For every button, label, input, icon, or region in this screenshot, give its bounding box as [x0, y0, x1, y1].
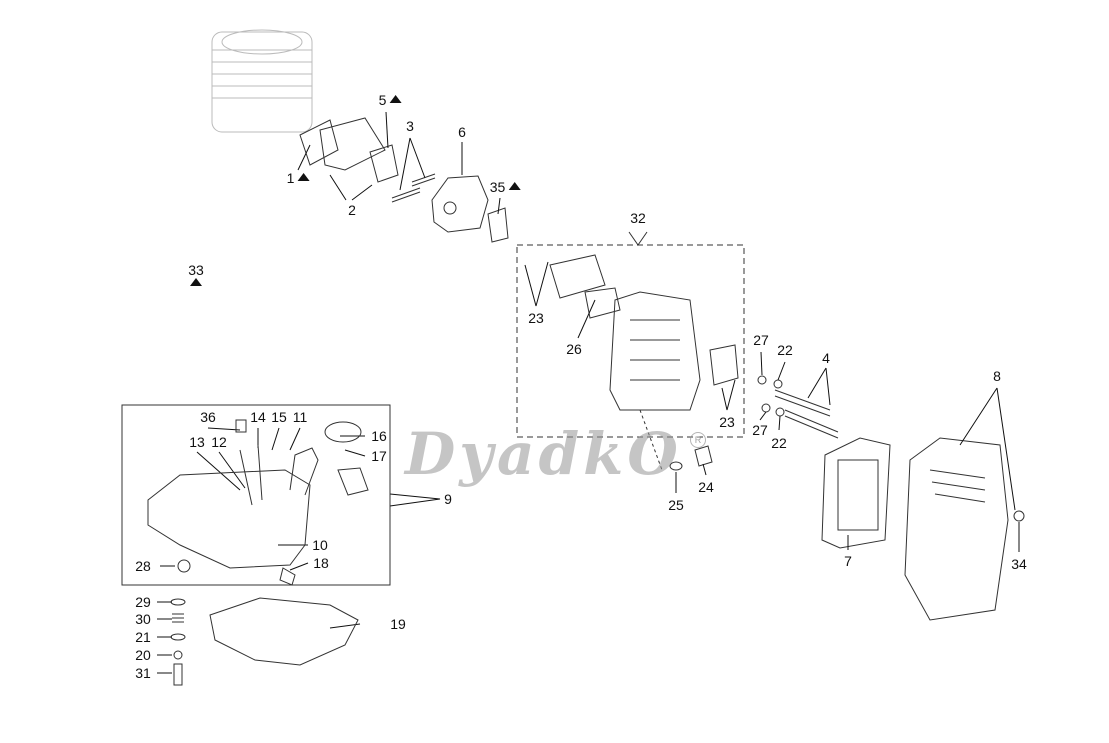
callout-34: 34 — [1011, 556, 1027, 572]
cylinder-part — [211, 29, 313, 133]
callout-12: 12 — [211, 434, 227, 450]
callout-24: 24 — [698, 479, 714, 495]
callout-21: 21 — [135, 629, 151, 645]
intake-manifold-part — [299, 117, 399, 183]
callout-28: 28 — [135, 558, 151, 574]
callout-26: 26 — [566, 341, 582, 357]
callout-17: 17 — [371, 448, 387, 464]
callout-29: 29 — [135, 594, 151, 610]
air-filter-housing-part — [549, 254, 739, 411]
fuel-tank-group-box — [121, 404, 391, 586]
callout-16: 16 — [371, 428, 387, 444]
callout-5: 5 — [379, 93, 402, 107]
callout-27: 27 — [753, 332, 769, 348]
callout-2: 2 — [348, 202, 356, 218]
callout-number: 35 — [489, 179, 506, 195]
guard-plate-part — [209, 597, 359, 666]
fuel-tank-part — [147, 419, 369, 586]
triangle-icon — [508, 182, 521, 190]
callout-10: 10 — [312, 537, 328, 553]
triangle-icon — [389, 95, 402, 103]
studs-part — [757, 375, 839, 439]
registered-mark: R — [690, 432, 706, 448]
callout-30: 30 — [135, 611, 151, 627]
triangle-icon — [297, 173, 310, 181]
bolts-part — [391, 173, 436, 203]
callout-number: 5 — [378, 92, 387, 108]
callout-33: 33 — [188, 262, 204, 278]
callout-9: 9 — [444, 491, 452, 507]
callout-14: 14 — [250, 409, 266, 425]
mounting-hardware-part — [170, 598, 186, 686]
callout-22: 22 — [777, 342, 793, 358]
carburetor-part — [431, 175, 489, 233]
callout-27: 27 — [752, 422, 768, 438]
callout-35: 35 — [490, 180, 521, 194]
filter-cover-part — [904, 437, 1009, 621]
assembly-32-box — [516, 244, 745, 438]
callout-23: 23 — [528, 310, 544, 326]
callout-1: 1 — [287, 171, 310, 185]
callout-31: 31 — [135, 665, 151, 681]
callout-18: 18 — [313, 555, 329, 571]
callout-6: 6 — [458, 124, 466, 140]
callout-19: 19 — [390, 616, 406, 632]
callout-20: 20 — [135, 647, 151, 663]
callout-8: 8 — [993, 368, 1001, 384]
callout-11: 11 — [292, 409, 308, 425]
leader-lines — [157, 111, 1020, 674]
gasket-35-part — [487, 207, 509, 243]
callout-32: 32 — [630, 210, 646, 226]
callout-13: 13 — [189, 434, 205, 450]
callout-22: 22 — [771, 435, 787, 451]
triangle-33-icon — [190, 278, 202, 286]
callout-23: 23 — [719, 414, 735, 430]
screw-34-part — [1013, 510, 1025, 522]
watermark: DyadkO — [405, 420, 682, 488]
callout-25: 25 — [668, 497, 684, 513]
callout-15: 15 — [271, 409, 287, 425]
callout-7: 7 — [844, 553, 852, 569]
callout-3: 3 — [406, 118, 414, 134]
air-filter-part — [821, 437, 891, 549]
callout-36: 36 — [200, 409, 216, 425]
callout-4: 4 — [822, 350, 830, 366]
callout-number: 1 — [286, 170, 295, 186]
